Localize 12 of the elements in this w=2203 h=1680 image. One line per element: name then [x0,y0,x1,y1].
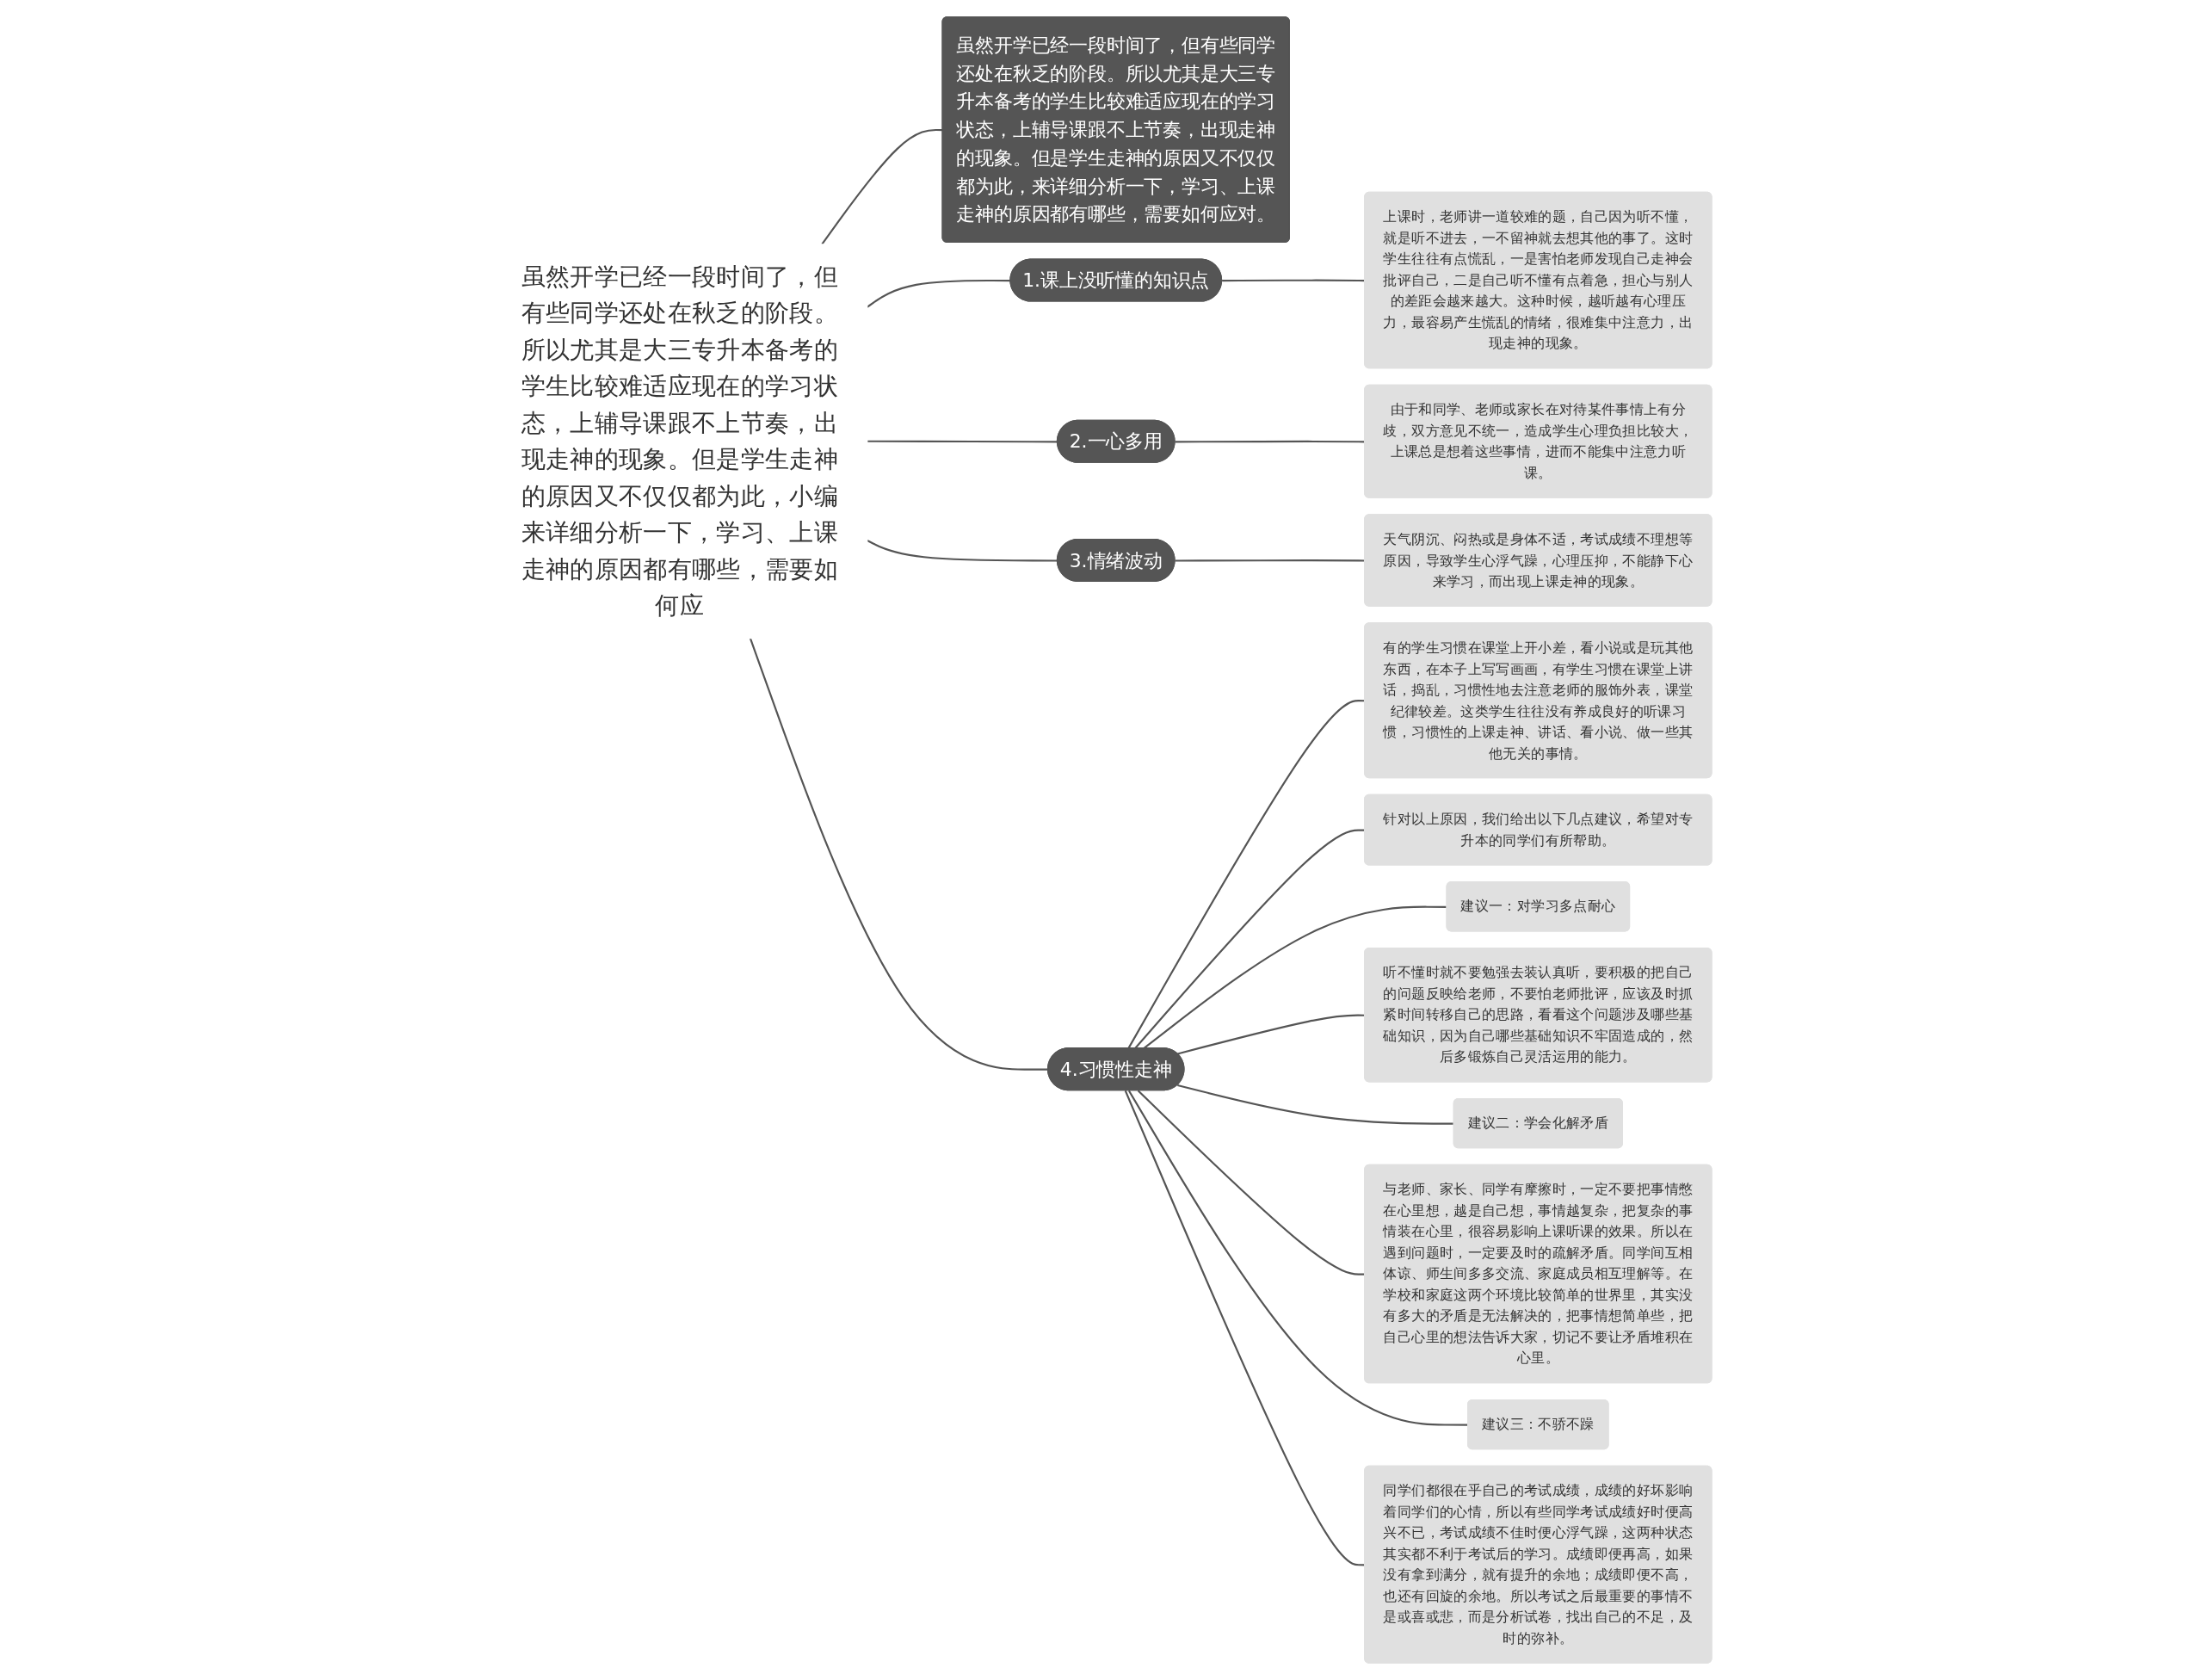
connector [749,638,1048,1071]
connector [1127,700,1365,1049]
node-text: 虽然开学已经一段时间了，但有些同学还处在秋乏的阶段。所以尤其是大三专升本备考的学生比较难适应现在的学习状态，上辅导课跟不上节奏，出现走神的现象。但是学生走神的原因又不仅仅都为此，小编来详细分析一下，学习、上课走神的原因都有哪些，需要如何应 [521,262,838,620]
connector [1127,1090,1468,1426]
connector [1175,440,1365,443]
connector [1133,829,1365,1049]
connector [1137,1090,1365,1275]
connector [1175,559,1365,562]
connector [1221,279,1365,282]
connector [1124,1090,1365,1566]
connector [1176,1014,1365,1055]
connector [867,440,1058,443]
